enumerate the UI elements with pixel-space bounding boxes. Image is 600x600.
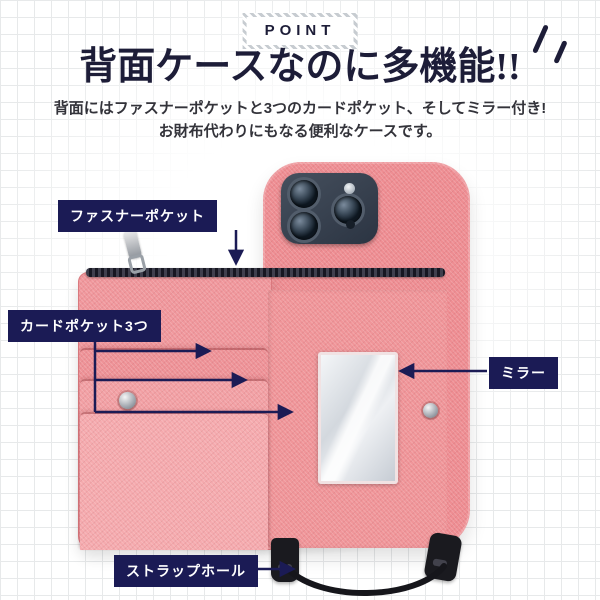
camera-lens-icon <box>290 212 318 240</box>
description-text: 背面にはファスナーポケットと3つのカードポケット、そしてミラー付き! お財布代わ… <box>0 98 600 143</box>
description-line-1: 背面にはファスナーポケットと3つのカードポケット、そしてミラー付き! <box>53 100 547 117</box>
mirror <box>318 352 398 484</box>
camera-lens-icon <box>334 196 362 224</box>
card-slot <box>80 412 268 550</box>
point-badge: POINT <box>243 13 358 49</box>
callout-label-mirror: ミラー <box>489 357 558 389</box>
snap-button <box>423 403 438 418</box>
camera-lidar-icon <box>346 220 355 229</box>
callout-label-card-pockets: カードポケット3つ <box>8 310 161 342</box>
callout-label-zipper-pocket: ファスナーポケット <box>58 200 217 232</box>
zipper-track <box>86 268 445 277</box>
strap-hole <box>278 564 292 571</box>
page-title: 背面ケースなのに多機能!! <box>79 46 521 88</box>
mirror-flap <box>268 290 447 548</box>
camera-flash-icon <box>344 183 355 194</box>
strap-attachment <box>271 538 299 582</box>
callout-label-strap-hole: ストラップホール <box>114 555 258 587</box>
snap-button <box>119 392 136 409</box>
strap-hole <box>432 558 448 568</box>
camera-lens-icon <box>290 180 318 208</box>
description-line-2: お財布代わりにもなる便利なケースです。 <box>158 122 442 140</box>
point-label: POINT <box>264 22 336 39</box>
